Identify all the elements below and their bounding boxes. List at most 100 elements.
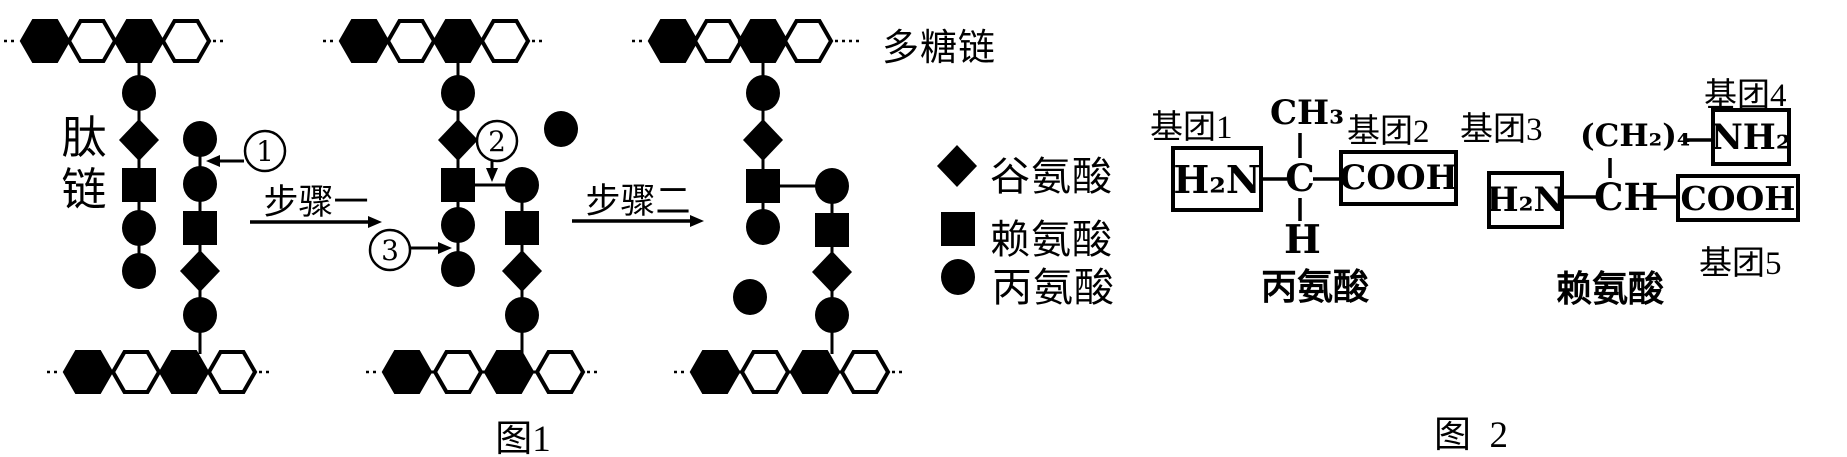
group5-label: 基团5 <box>1699 246 1782 282</box>
lysine-side-amino-group-box: NH₂ <box>1711 108 1791 166</box>
lysine-square <box>183 211 217 245</box>
alanine-circle <box>441 251 475 287</box>
sugar-hexagon-open <box>432 350 484 394</box>
sugar-hexagon-open <box>206 350 258 394</box>
sugar-hexagon-open <box>385 19 437 63</box>
alanine-circle <box>505 167 539 203</box>
sugar-hexagon-filled <box>789 350 841 394</box>
alanine-circle <box>441 75 475 111</box>
arrow-head <box>438 242 452 254</box>
alanine-circle <box>183 297 217 333</box>
lysine-alpha-carbon: CH <box>1594 175 1659 219</box>
figure1-state-after-step-1 <box>323 19 601 394</box>
step-arrows <box>250 215 704 228</box>
legend-alanine-circle <box>941 259 975 295</box>
sugar-hexagon-open <box>782 19 834 63</box>
step2-label: 步骤二 <box>585 182 691 221</box>
annotation-digit: 1 <box>256 135 274 168</box>
sugar-hexagon-filled <box>158 350 210 394</box>
group1-label: 基团1 <box>1150 110 1233 146</box>
lysine-square <box>122 168 156 202</box>
arrow-head <box>486 168 498 182</box>
legend-lysine-square <box>941 212 975 246</box>
sugar-hexagon-filled <box>483 350 535 394</box>
legend-symbols <box>937 145 977 295</box>
lysine-square <box>505 211 539 245</box>
glutamate-diamond <box>119 119 159 161</box>
free-alanine-circle <box>733 279 767 315</box>
alanine-methyl-formula: CH₃ <box>1270 93 1345 133</box>
sugar-hexagon-filled <box>647 19 699 63</box>
alanine-circle <box>746 209 780 245</box>
alanine-carboxyl-group-box: COOH <box>1339 150 1458 206</box>
sugar-hexagon-open <box>692 19 744 63</box>
alanine-circle <box>505 297 539 333</box>
sugar-hexagon-filled <box>381 350 433 394</box>
sugar-hexagon-open <box>66 19 118 63</box>
figure1-caption: 图1 <box>495 419 551 457</box>
lysine-amino-group-box: H₂N <box>1486 171 1565 229</box>
glutamate-diamond <box>743 119 783 161</box>
lysine-carboxyl-group-box: COOH <box>1676 174 1800 222</box>
arrow-head <box>206 155 220 167</box>
group3-label: 基团3 <box>1460 112 1543 148</box>
sugar-hexagon-open <box>479 19 531 63</box>
arrow-head <box>690 215 704 227</box>
sugar-hexagon-filled <box>19 19 71 63</box>
annotation-digit: 2 <box>488 125 506 158</box>
polysaccharide-chain-label: 多糖链 <box>882 28 996 69</box>
alanine-circle <box>815 297 849 333</box>
sugar-hexagon-open <box>160 19 212 63</box>
peptide-chain-label-char-2: 链 <box>61 165 107 215</box>
annotation-digit: 3 <box>381 234 399 267</box>
lysine-square <box>815 213 849 247</box>
sugar-hexagon-filled <box>113 19 165 63</box>
sugar-hexagon-open <box>739 350 791 394</box>
glutamate-diamond <box>812 251 852 293</box>
group2-label: 基团2 <box>1347 114 1430 150</box>
glutamate-diamond <box>180 250 220 292</box>
sugar-hexagon-filled <box>62 350 114 394</box>
alanine-name-label: 丙氨酸 <box>1260 266 1369 307</box>
alanine-hydrogen: H <box>1284 217 1321 263</box>
glutamate-diamond <box>438 119 478 161</box>
figure1-state-after-step-2 <box>632 19 906 394</box>
figure1-state-before-step-1 <box>4 19 273 394</box>
alanine-amino-group-box: H₂N <box>1171 146 1263 212</box>
sugar-hexagon-open <box>110 350 162 394</box>
legend-label-alanine: 丙氨酸 <box>992 265 1115 310</box>
alanine-alpha-carbon: C <box>1285 156 1315 200</box>
legend-label-glutamate: 谷氨酸 <box>990 154 1113 199</box>
sugar-hexagon-open <box>839 350 891 394</box>
circled-number-annotation <box>368 228 412 272</box>
free-alanine-circle <box>544 111 578 147</box>
alanine-circle <box>183 166 217 202</box>
alanine-circle <box>122 210 156 246</box>
figure1-annotations: 1 2 3 <box>206 119 519 272</box>
circled-number-annotation <box>475 119 519 163</box>
glutamate-diamond <box>502 250 542 292</box>
figure2-caption: 图 2 <box>1434 415 1508 456</box>
alanine-circle <box>122 253 156 289</box>
lysine-side-chain-formula: (CH₂)₄ <box>1580 118 1691 154</box>
lysine-square <box>746 169 780 203</box>
sugar-hexagon-filled <box>338 19 390 63</box>
alanine-circle <box>122 75 156 111</box>
lysine-name-label: 赖氨酸 <box>1555 268 1664 309</box>
circled-number-annotation <box>243 129 287 173</box>
alanine-circle <box>441 207 475 243</box>
alanine-circle <box>815 168 849 204</box>
sugar-hexagon-filled <box>432 19 484 63</box>
lysine-square <box>441 168 475 202</box>
legend-glutamate-diamond <box>937 145 977 187</box>
figure2-bonds <box>1263 133 1711 221</box>
alanine-circle <box>746 75 780 111</box>
sugar-hexagon-open <box>534 350 586 394</box>
arrow-head <box>368 216 382 228</box>
legend-label-lysine: 赖氨酸 <box>990 217 1113 262</box>
sugar-hexagon-filled <box>689 350 741 394</box>
sugar-hexagon-filled <box>737 19 789 63</box>
peptide-chain-label: 肽 链 <box>58 112 110 216</box>
